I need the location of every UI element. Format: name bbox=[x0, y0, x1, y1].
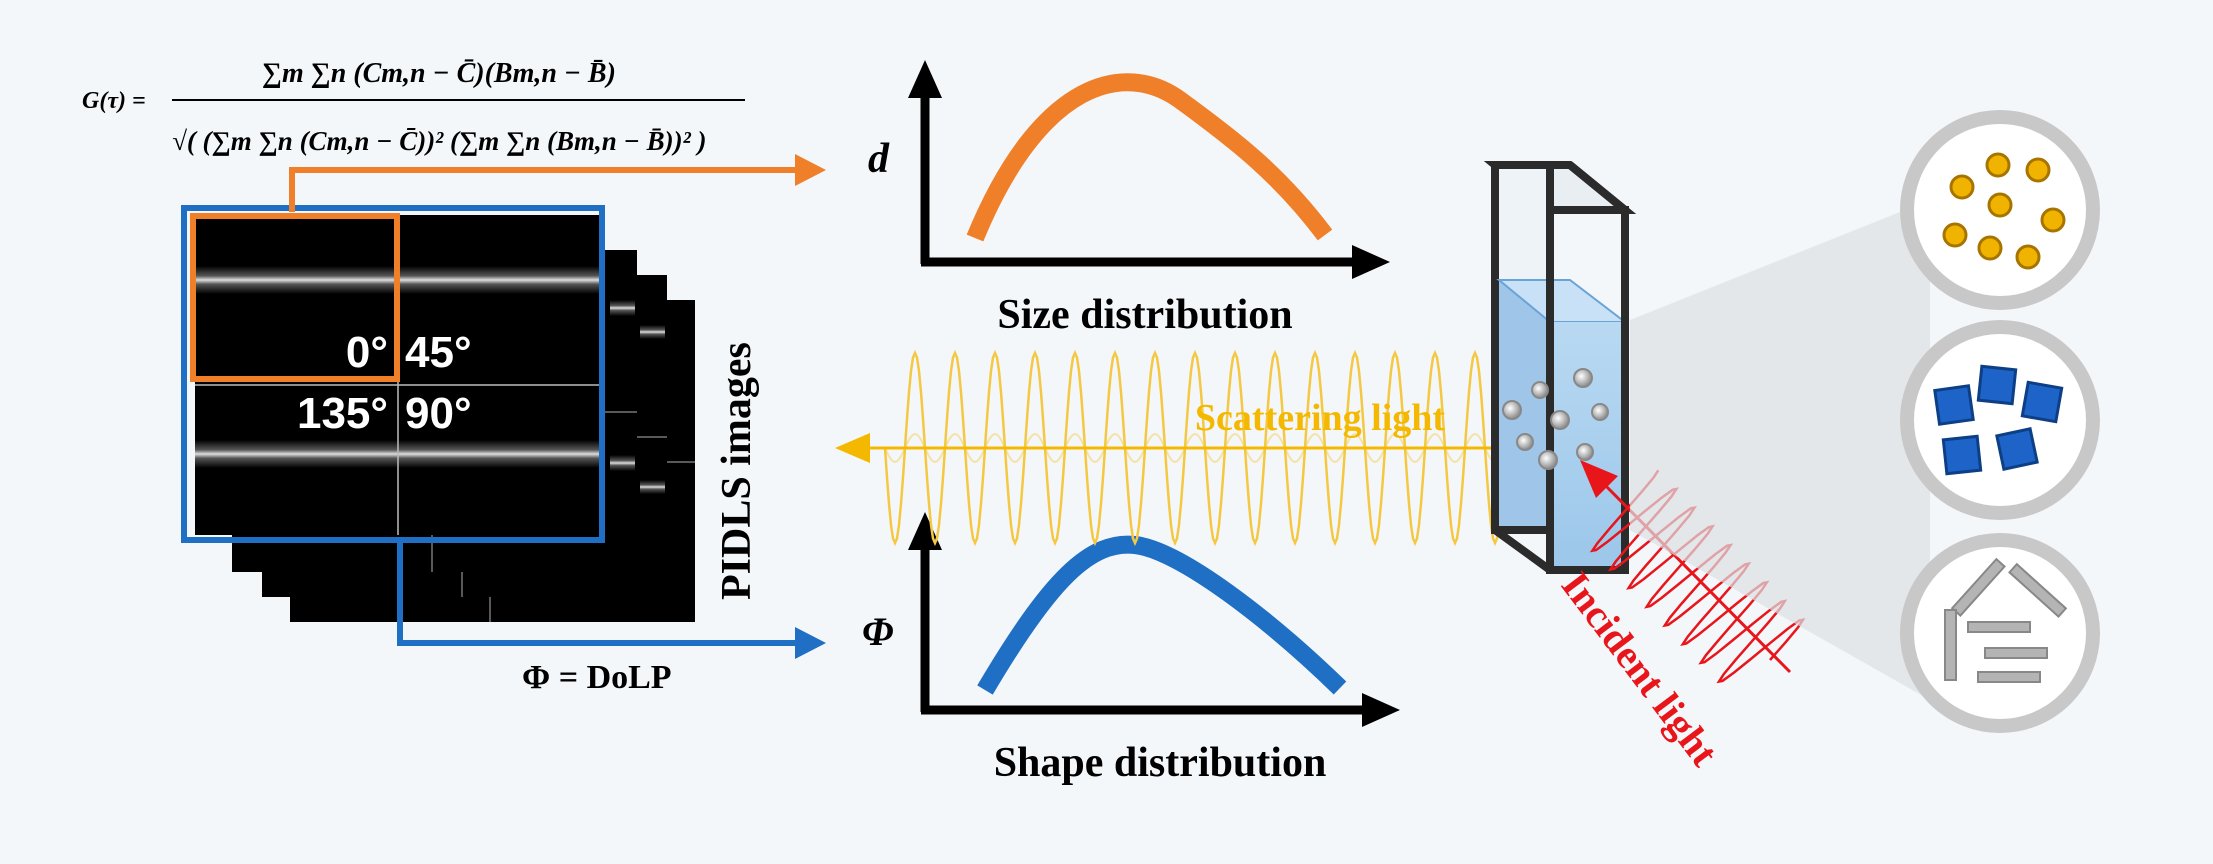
size-distribution-chart: d Size distribution bbox=[868, 60, 1390, 338]
zoom-cone bbox=[1630, 200, 1930, 700]
rod-particles bbox=[1900, 533, 2100, 733]
label-90-deg: 90° bbox=[405, 389, 472, 438]
scatter-stripe-bottom bbox=[195, 440, 599, 468]
particle-shapes bbox=[1630, 110, 2100, 733]
formula-denominator: √( (∑m ∑n (Cm,n − C̄))² (∑m ∑n (Bm,n − B… bbox=[172, 126, 707, 156]
size-caption: Size distribution bbox=[997, 292, 1292, 338]
formula-lhs: G(τ) = bbox=[82, 88, 146, 114]
shape-x-arrowhead bbox=[1362, 693, 1400, 727]
roi-box bbox=[190, 213, 400, 382]
shape-caption: Shape distribution bbox=[994, 740, 1327, 786]
scattering-light-label: Scattering light bbox=[1195, 397, 1445, 439]
scattering-arrowhead bbox=[835, 433, 870, 463]
full-frame-box bbox=[181, 205, 605, 543]
cube-particles bbox=[1900, 320, 2100, 520]
dolp-label: Φ = DoLP bbox=[522, 659, 672, 696]
sphere-particles bbox=[1900, 110, 2100, 310]
formula-numerator: ∑m ∑n (Cm,n − C̄)(Bm,n − B̄) bbox=[262, 58, 616, 89]
frame-arrow bbox=[397, 540, 826, 659]
correlation-formula: G(τ) = ∑m ∑n (Cm,n − C̄)(Bm,n − B̄) √( (… bbox=[82, 58, 745, 156]
scattering-light: Scattering light bbox=[835, 349, 1515, 547]
cuvette bbox=[1483, 161, 1637, 574]
size-curve bbox=[966, 73, 1333, 242]
label-45-deg: 45° bbox=[405, 328, 472, 377]
size-x-arrowhead bbox=[1352, 245, 1390, 279]
size-y-arrowhead bbox=[908, 60, 942, 98]
scattering-wave bbox=[883, 349, 1507, 547]
incident-arrowhead bbox=[1580, 460, 1618, 498]
label-0-deg: 0° bbox=[346, 328, 388, 377]
shape-curve bbox=[977, 535, 1347, 695]
cuvette-particles bbox=[1502, 368, 1609, 470]
size-y-label: d bbox=[868, 136, 890, 182]
shape-distribution-chart: Φ Shape distribution bbox=[862, 512, 1400, 786]
pidls-images-label: PIDLS images bbox=[714, 342, 760, 600]
pidls-image-stack: 0° 45° 135° 90° PIDLS images bbox=[181, 205, 760, 622]
scattering-wave-faint bbox=[884, 432, 1506, 464]
cuvette-front bbox=[1546, 206, 1629, 574]
shape-y-label: Φ bbox=[862, 609, 894, 654]
incident-light-label: Incident light bbox=[1553, 563, 1728, 774]
cuvette-liquid-side bbox=[1499, 280, 1546, 526]
label-135-deg: 135° bbox=[297, 389, 388, 438]
roi-arrow bbox=[289, 154, 826, 212]
